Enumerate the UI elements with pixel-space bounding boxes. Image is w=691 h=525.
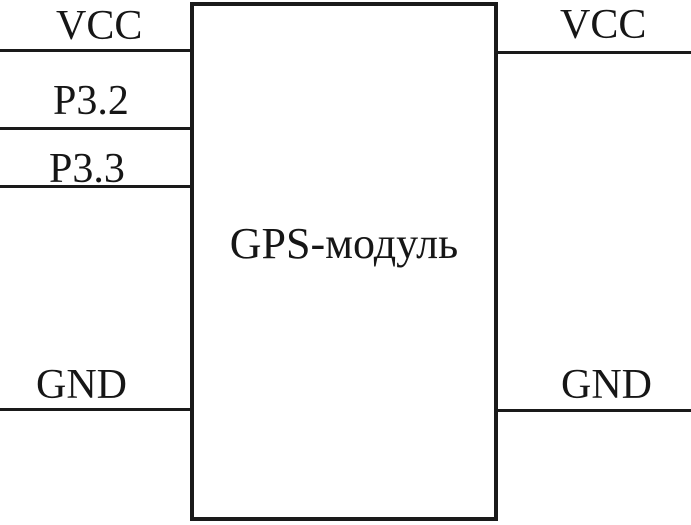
wire-right-vcc (495, 51, 691, 54)
pin-label-left-gnd: GND (36, 362, 127, 408)
wire-left-p3-3 (0, 185, 193, 188)
pin-label-left-p3-2: P3.2 (53, 78, 129, 124)
wire-left-gnd (0, 408, 193, 411)
wire-left-vcc (0, 49, 193, 52)
wire-right-gnd (495, 409, 691, 412)
gps-module-block: GPS-модуль (190, 2, 498, 521)
pin-label-right-vcc: VCC (560, 2, 647, 48)
pin-label-left-p3-3: P3.3 (49, 146, 125, 192)
block-title: GPS-модуль (229, 219, 459, 268)
wire-left-p3-2 (0, 127, 193, 130)
pin-label-right-gnd: GND (561, 362, 652, 408)
pin-label-left-vcc: VCC (56, 3, 143, 49)
